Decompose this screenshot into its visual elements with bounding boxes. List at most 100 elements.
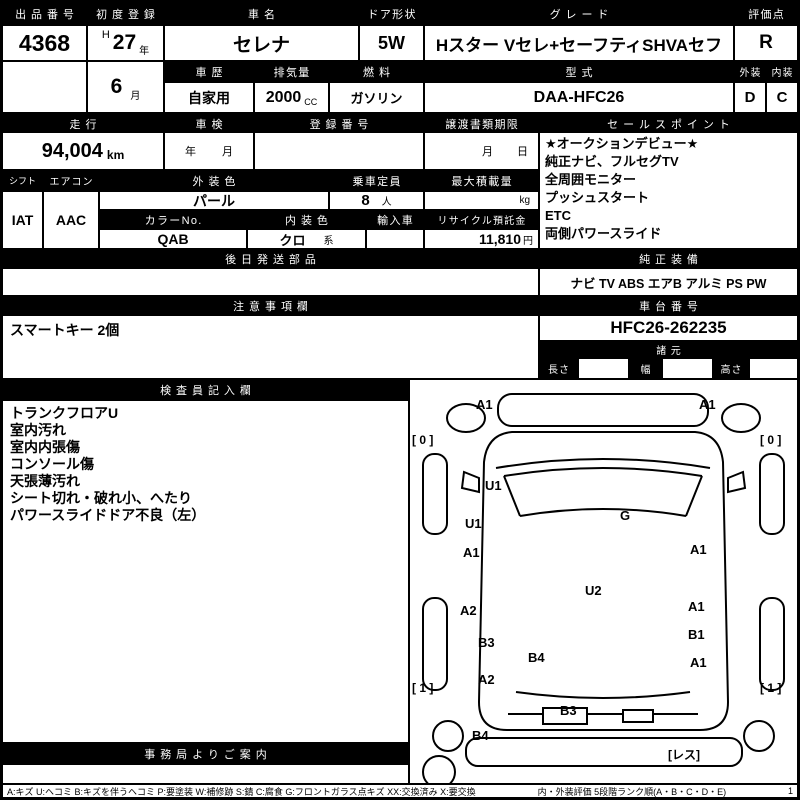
office-notice-header: 事務局よりご案内 [3,744,408,763]
sales-point-item: ★オークションデビュー★ [545,136,699,151]
inspector-notes-list: トランクフロアU 室内汚れ 室内内張傷 コンソール傷 天張薄汚れ シート切れ・破… [3,401,408,742]
displacement-unit: CC [304,97,318,107]
width-value [663,359,712,378]
rear-right-tire [743,720,775,752]
sales-point-item: 両側パワースライド [545,226,662,241]
height-value [750,359,797,378]
door-shape-header: ドア形状 [360,3,423,24]
door-shape-value: 5W [360,26,423,60]
aircon-header: エアコン [44,171,98,190]
car-body-outline [477,431,730,731]
blank-cell [3,62,86,112]
tire-tread-label: [ 1 ] [412,681,434,695]
damage-code-legend: A:キズ U:ヘコミ B:キズを伴うヘコミ P:要塗装 W:補修跡 S:錆 C:… [7,786,476,797]
height-label: 高さ [714,359,748,378]
footer-legend-bar: A:キズ U:ヘコミ B:キズを伴うヘコミ P:要塗装 W:補修跡 S:錆 C:… [3,785,797,797]
import-value [367,230,423,248]
windshield-pillars [503,475,703,517]
grade-header: グレード [425,3,733,24]
model-code-value: DAA-HFC26 [425,83,733,112]
windshield-top [503,467,703,477]
rear-left-tire [432,720,464,752]
transfer-deadline-header: 譲渡書類期限 [425,114,538,133]
tire-tread-label: [ 0 ] [412,433,434,447]
damage-code-label: A1 [463,545,480,560]
chassis-no-value: HFC26-262235 [540,316,797,340]
inspector-note-item: トランクフロアU [10,405,119,421]
recycle-value-cell: 11,810 円 [425,230,538,248]
sales-point-item: プッシュスタート [545,190,650,205]
mileage-header: 走行 [3,114,163,133]
car-name-header: 車名 [165,3,358,24]
interior-grade-header: 内装 [767,62,797,81]
sales-point-item: ETC [545,208,571,223]
office-notice-value [3,765,408,783]
shift-value: IAT [3,192,42,248]
first-reg-header: 初度登録 [88,3,163,24]
fuel-value: ガソリン [330,83,423,112]
recycle-unit: 円 [523,235,533,247]
color-no-header: カラーNo. [100,211,246,228]
rear-right-wheel [759,597,785,691]
year-suffix: 年 [139,46,150,57]
tire-tread-label: [ 1 ] [760,681,782,695]
mileage-value: 94,004 [41,139,103,162]
damage-code-label: A1 [690,542,707,557]
damage-code-label: U1 [485,478,502,493]
score-value: R [735,26,797,60]
car-top-view-diagram [422,393,785,783]
inspector-note-item: コンソール傷 [10,456,94,472]
model-code-header: 型式 [425,62,733,81]
int-color-value-cell: クロ 系 [248,230,365,248]
auction-no-header: 出品番号 [3,3,86,24]
sales-point-item: 全周囲モニター [545,172,637,187]
tire-tread-label: [ 0 ] [760,433,782,447]
transfer-value-cell: 月 日 [425,133,538,169]
displacement-header: 排気量 [255,62,328,81]
rear-plate [542,707,588,725]
inspector-note-item: 室内内張傷 [10,439,80,455]
history-header: 車歴 [165,62,253,81]
fuel-header: 燃料 [330,62,423,81]
sales-point-list: ★オークションデビュー★ 純正ナビ、フルセグTV 全周囲モニター プッシュスター… [540,133,797,248]
damage-code-label: B4 [472,728,489,743]
shaken-month-label: 月 [222,146,233,158]
damage-code-label: A1 [699,397,716,412]
damage-code-label: G [620,508,631,523]
import-header: 輸入車 [367,211,423,228]
later-parts-value [3,269,538,295]
shift-header: シフト [3,171,42,190]
payload-unit: kg [519,195,530,206]
damage-code-label: A2 [460,603,477,618]
windshield-bottom [519,508,687,517]
shaken-header: 車検 [165,114,253,133]
rear-left-wheel [422,597,448,691]
front-bumper [497,393,709,427]
capacity-value: 8 [361,192,370,209]
front-left-tire [446,403,486,433]
car-name-value: セレナ [165,26,358,60]
aircon-value: AAC [44,192,98,248]
front-left-wheel [422,453,448,535]
left-mirror [460,470,480,494]
era-prefix: H [101,29,110,41]
inspector-note-item: 天張薄汚れ [10,473,80,489]
first-reg-month: 6 [110,75,123,98]
capacity-header: 乗車定員 [330,171,423,190]
genuine-equipment-header: 純正装備 [540,250,797,267]
inspector-note-item: 室内汚れ [10,422,66,438]
damage-code-label: U1 [465,516,482,531]
mileage-value-cell: 94,004 km [3,133,163,169]
shaken-value-cell: 年 月 [165,133,253,169]
recycle-value: 11,810 [478,231,521,247]
ext-color-value: パール [100,192,328,209]
front-right-wheel [759,453,785,535]
hood-line [495,458,711,469]
caution-header: 注意事項欄 [3,297,538,314]
capacity-unit: 人 [381,197,392,208]
inspector-notes-header: 検査員記入欄 [3,380,408,399]
inspector-note-item: パワースライドドア不良（左） [10,507,206,523]
displacement-value: 2000 [265,88,302,106]
first-reg-year-cell: H 27 年 [88,26,163,60]
